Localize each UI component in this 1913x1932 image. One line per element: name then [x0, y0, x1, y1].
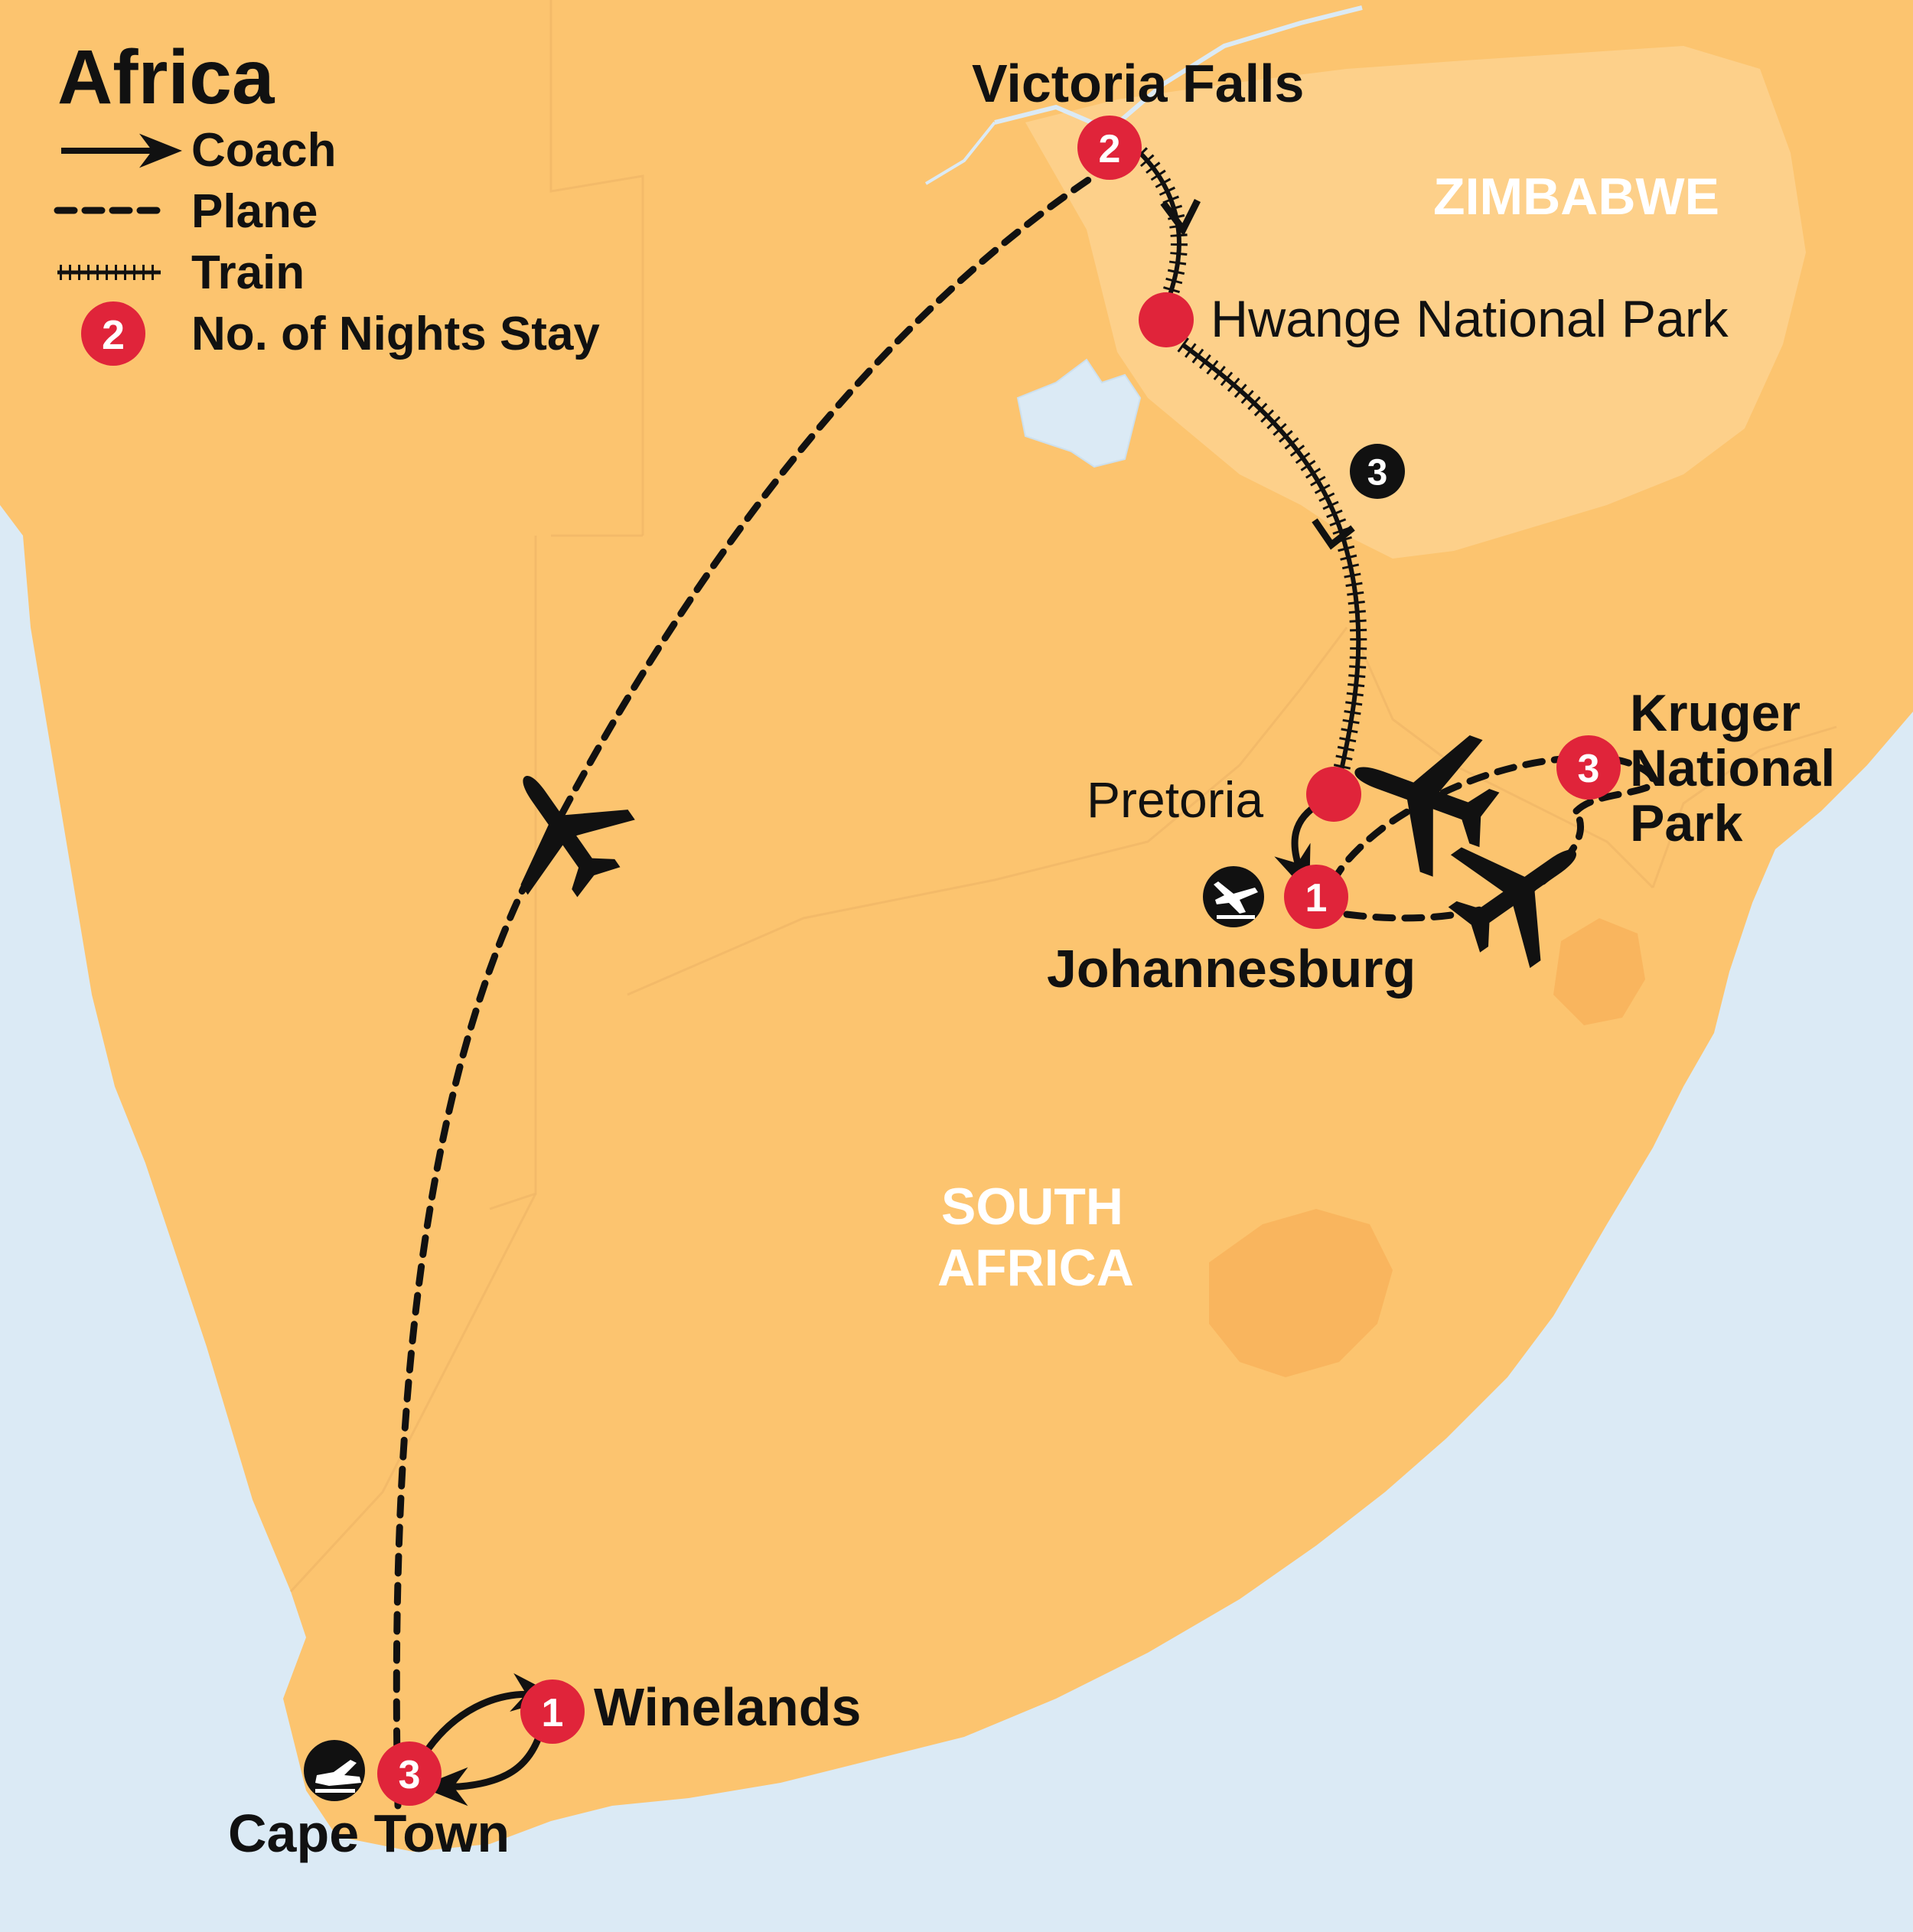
stop-marker-pretoria[interactable] — [1306, 767, 1361, 822]
border-line — [627, 627, 1348, 996]
lesotho-region — [1209, 1209, 1393, 1377]
coach-route-cape-town-winelands — [417, 1673, 560, 1764]
border-line — [289, 1193, 537, 1593]
legend-label-train: Train — [191, 246, 305, 299]
map-title: Africa — [57, 34, 275, 120]
zambezi-river — [994, 5, 1363, 133]
zimbabwe-region — [1025, 46, 1806, 559]
stop-marker-winelands[interactable] — [520, 1680, 585, 1744]
stop-label-kruger: Park — [1630, 794, 1743, 852]
stop-marker-victoria-falls[interactable] — [1077, 116, 1142, 180]
legend: Africa Coach Plane Train 2 No. of Nights… — [54, 34, 600, 366]
train-arrow-icon — [1160, 198, 1201, 236]
airport-departure-icon-glyph — [315, 1760, 361, 1786]
nights-badge-kruger: 3 — [1578, 747, 1600, 791]
eswatini-region — [1553, 918, 1645, 1025]
stop-label-johannesburg: Johannesburg — [1047, 939, 1416, 999]
country-label-zimbabwe: ZIMBABWE — [1433, 168, 1719, 226]
lake-kariba — [1016, 358, 1142, 468]
country-label-south-africa: AFRICA — [937, 1239, 1134, 1297]
train-arrow-icon — [1312, 518, 1355, 550]
stop-label-victoria-falls: Victoria Falls — [972, 54, 1304, 113]
stop-label-pretoria: Pretoria — [1087, 771, 1263, 828]
stop-marker-cape-town[interactable] — [377, 1741, 442, 1806]
stop-marker-kruger[interactable] — [1556, 735, 1621, 800]
nights-badge-winelands: 1 — [542, 1691, 564, 1735]
border-line — [549, 0, 644, 536]
legend-label-nights: No. of Nights Stay — [191, 308, 600, 360]
stop-marker-hwange[interactable] — [1139, 292, 1194, 347]
stop-label-winelands: Winelands — [594, 1677, 861, 1737]
legend-label-coach: Coach — [191, 124, 336, 177]
stop-marker-johannesburg[interactable] — [1284, 865, 1348, 929]
border-line — [1651, 725, 1837, 888]
airport-departure-ground — [315, 1789, 355, 1793]
coach-route-winelands-cape-town — [419, 1732, 543, 1807]
train-nights-badge — [1350, 444, 1405, 499]
legend-badge-value: 2 — [102, 312, 125, 358]
nights-badge-cape-town: 3 — [399, 1753, 421, 1797]
stop-label-cape-town: Cape Town — [228, 1803, 510, 1863]
nights-badge-johannesburg: 1 — [1305, 876, 1328, 920]
river — [924, 121, 996, 185]
nights-badge-victoria-falls: 2 — [1099, 127, 1121, 171]
nights-badge-icon — [81, 301, 145, 366]
country-label-south-africa: SOUTH — [941, 1178, 1123, 1236]
airport-arrival-ground — [1217, 915, 1255, 919]
airport-arrival-icon-glyph — [1214, 881, 1258, 914]
train-route-hwange-pretoria — [1181, 342, 1361, 781]
stop-label-hwange: Hwange National Park — [1211, 290, 1729, 348]
train-nights-value: 3 — [1367, 453, 1388, 494]
stop-label-kruger: Kruger — [1630, 684, 1801, 742]
train-track-ties — [1134, 147, 1188, 308]
stop-label-kruger: National — [1630, 739, 1835, 797]
legend-label-plane: Plane — [191, 185, 318, 238]
airport-departure-icon — [304, 1740, 365, 1801]
